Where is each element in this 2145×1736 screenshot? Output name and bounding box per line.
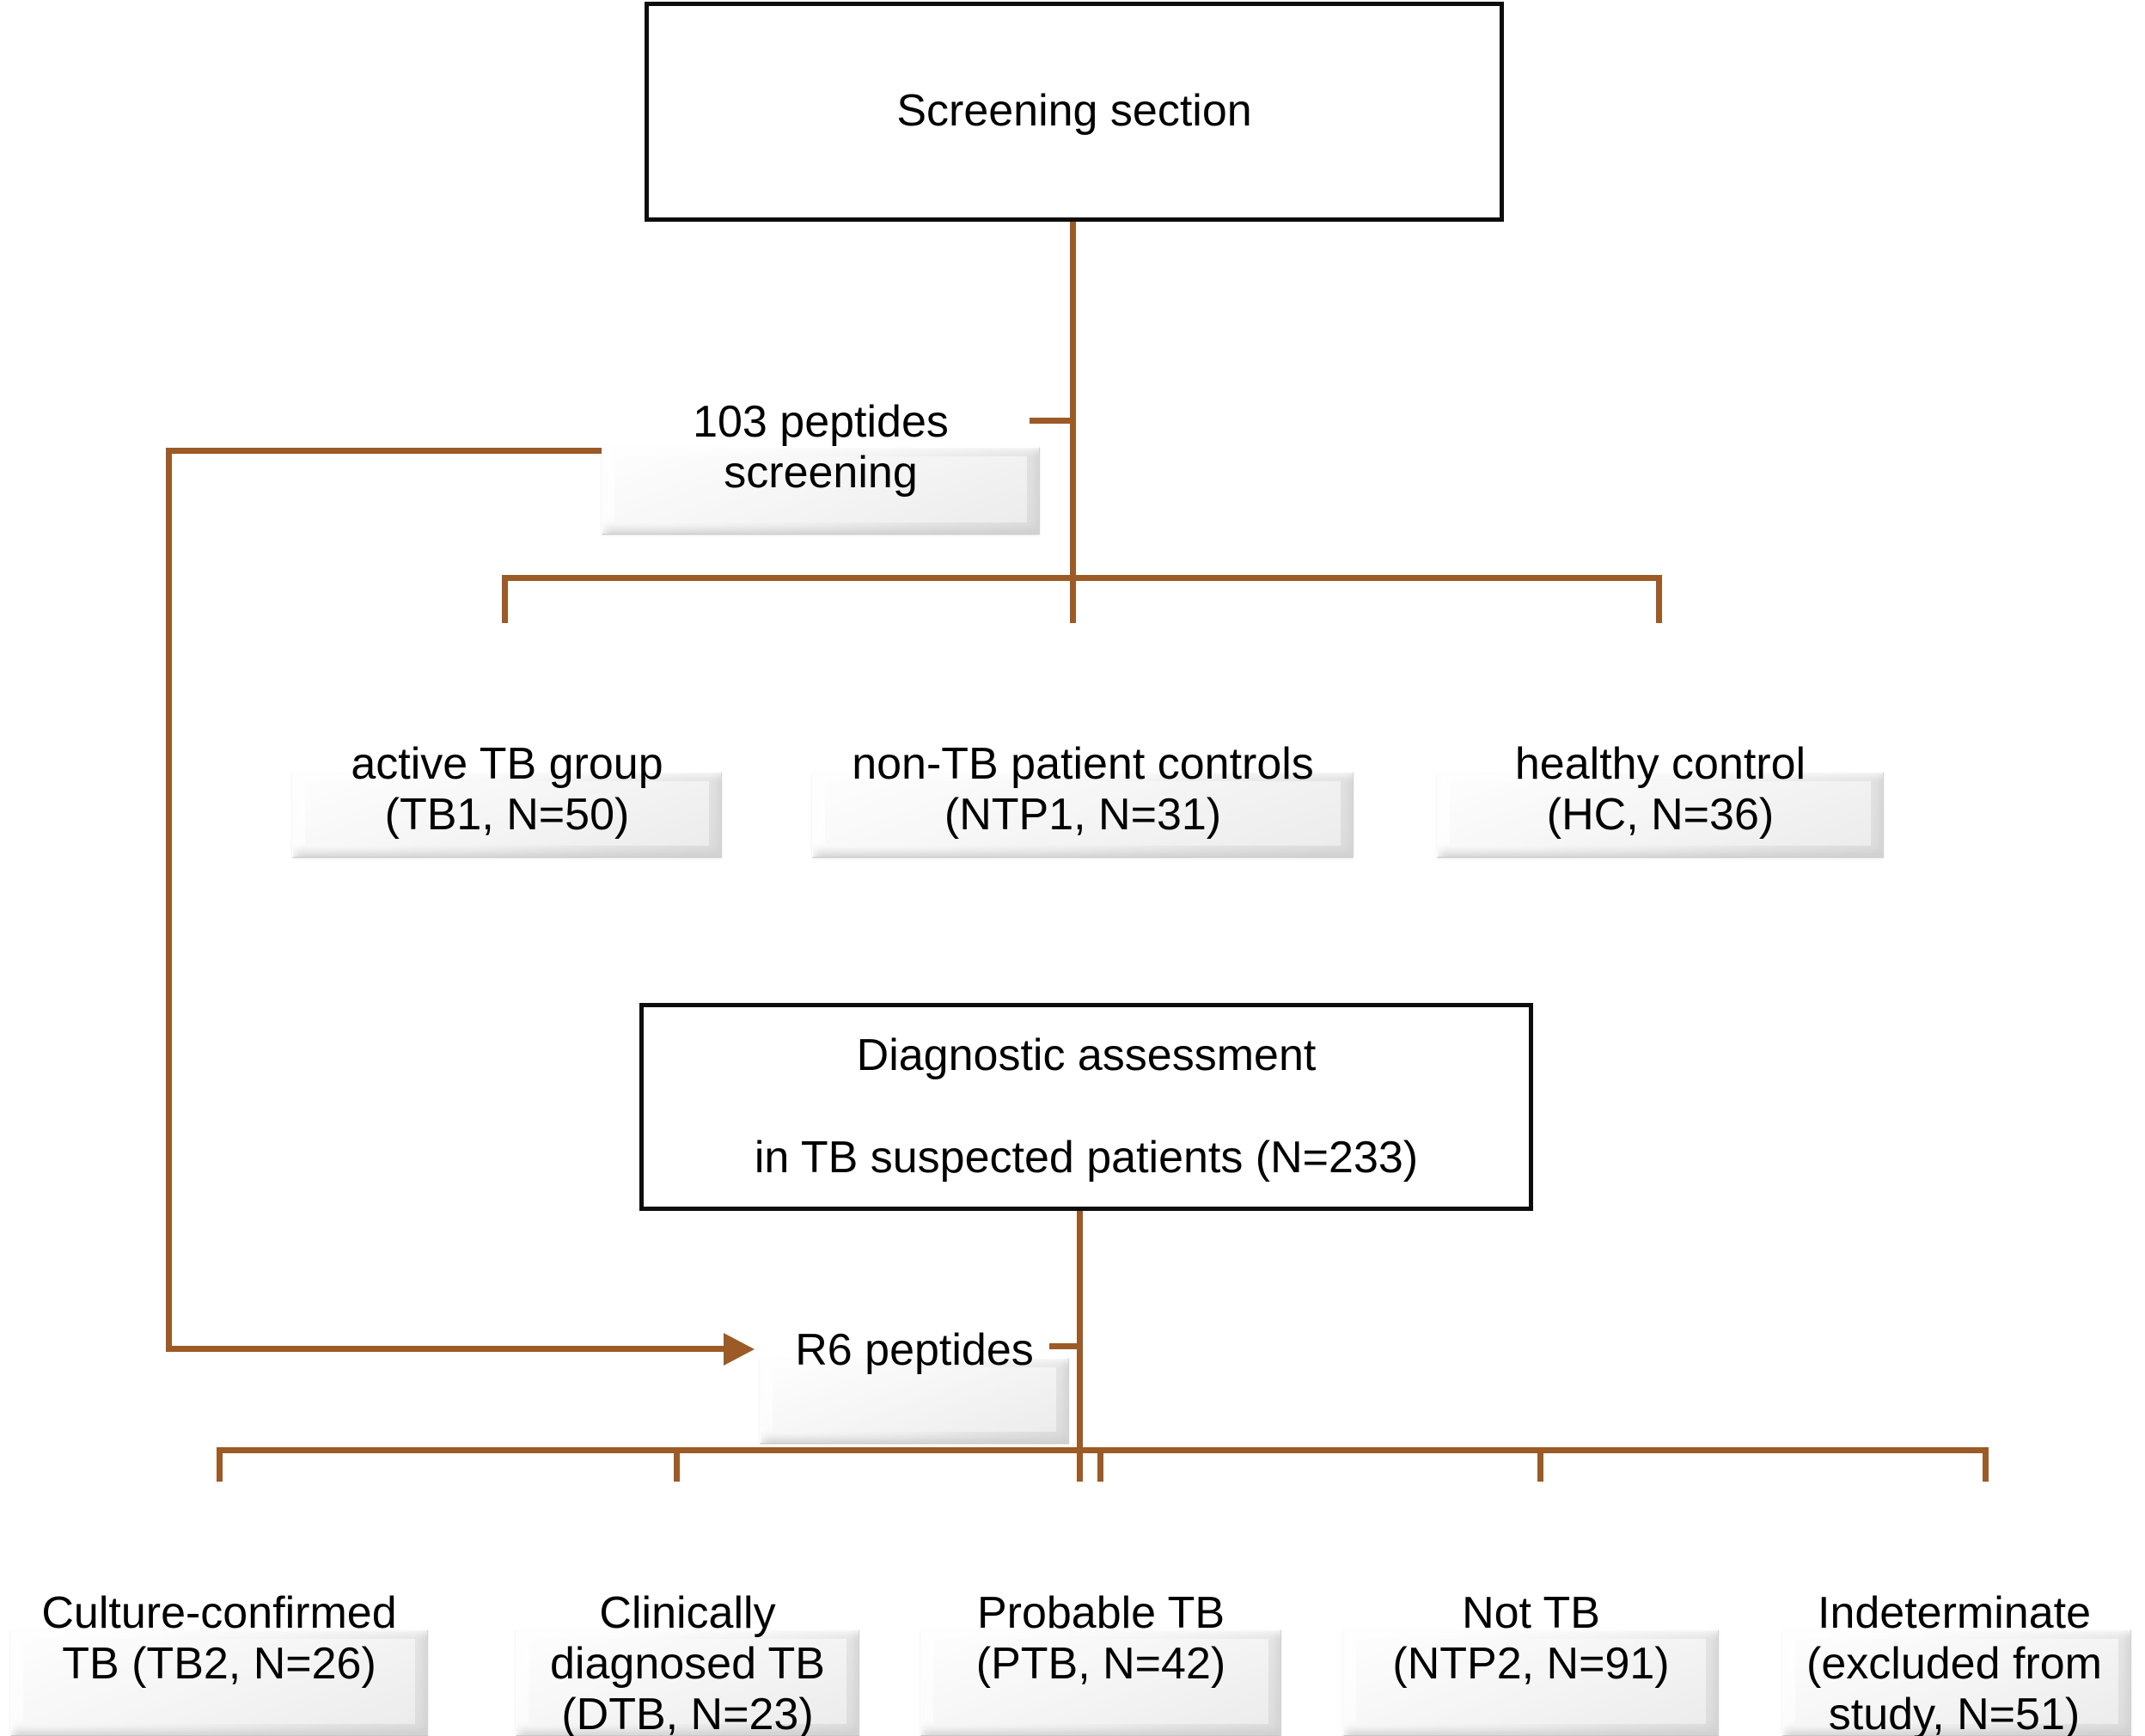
connector-screening-bracket-stub-mid (1070, 575, 1076, 623)
connector-screening-bracket-stub-right (1656, 575, 1662, 623)
outcome-plate-1[interactable] (10, 1629, 428, 1736)
diagnostic-assessment-box: Diagnostic assessment in TB suspected pa… (639, 1003, 1533, 1211)
connector-spine-upper (1070, 219, 1076, 580)
screening-group-plate-2[interactable] (812, 772, 1354, 858)
connector-spine-lower (1077, 1208, 1083, 1451)
diagnostic-assessment-line2: in TB suspected patients (N=233) (754, 1133, 1419, 1183)
connector-screening-bracket (502, 575, 1662, 581)
connector-left-rail-to-r6 (166, 1346, 724, 1352)
connector-outcome-stub-1 (217, 1447, 223, 1482)
peptides-103-plate[interactable] (602, 447, 1040, 535)
peptides-r6-plate[interactable] (760, 1358, 1069, 1444)
diagnostic-assessment-line1: Diagnostic assessment (856, 1030, 1317, 1080)
outcome-plate-2[interactable] (516, 1629, 859, 1736)
connector-outcome-stub-5 (1983, 1447, 1989, 1482)
outcome-plate-4[interactable] (1343, 1629, 1719, 1736)
connector-outcome-stub-2 (674, 1447, 680, 1482)
screening-section-label: Screening section (896, 86, 1252, 137)
screening-group-plate-1[interactable] (292, 772, 722, 858)
connector-left-rail (166, 448, 172, 1348)
peptides-103-line1: 103 peptides (693, 397, 949, 447)
connector-103-to-left-rail (166, 448, 608, 454)
outcome-plate-5[interactable] (1782, 1629, 2131, 1736)
connector-spine-to-103-peptides (1030, 418, 1076, 424)
arrow-head-to-r6-peptides (724, 1333, 755, 1366)
screening-section-box: Screening section (645, 2, 1504, 222)
connector-spine-to-r6-peptides (1049, 1343, 1083, 1349)
connector-outcome-stub-4 (1537, 1447, 1543, 1482)
connector-spine-lower-tail (1077, 1447, 1083, 1482)
connector-screening-bracket-stub-left (502, 575, 508, 623)
connector-outcome-stub-3 (1097, 1447, 1103, 1482)
outcome-plate-3[interactable] (920, 1629, 1281, 1736)
screening-group-plate-3[interactable] (1437, 772, 1884, 858)
